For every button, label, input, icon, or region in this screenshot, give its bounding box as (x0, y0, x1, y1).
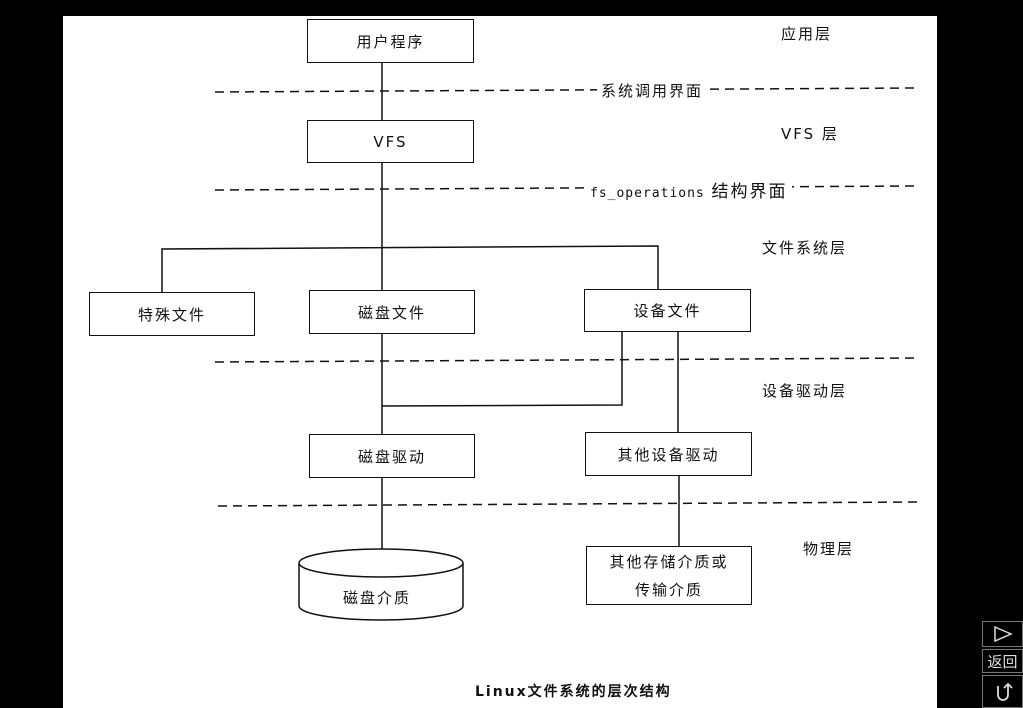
device-file-label: 设备文件 (633, 302, 702, 320)
separator-driver (214, 357, 919, 363)
connector-fs-bus (161, 245, 659, 292)
connector-device-file-disk-driver (381, 331, 623, 407)
disk-file-box: 磁盘文件 (309, 290, 475, 334)
return-icon (996, 682, 1013, 701)
disk-cylinder-body (298, 563, 464, 621)
fs-operations-text: 结构界面 (711, 182, 788, 202)
disk-driver-box: 磁盘驱动 (309, 434, 475, 478)
special-file-box: 特殊文件 (89, 292, 255, 336)
layer-driver-label: 设备驱动层 (762, 382, 848, 400)
play-icon (993, 625, 1013, 643)
return-button[interactable] (982, 675, 1023, 708)
other-storage-box: 其他存储介质或 传输介质 (586, 546, 752, 605)
layer-fs-label: 文件系统层 (762, 239, 848, 257)
user-program-label: 用户程序 (356, 32, 425, 51)
disk-cylinder-top (298, 548, 464, 578)
vfs-box: VFS (307, 120, 474, 163)
separator-syscall (214, 87, 916, 93)
separator-fs-operations (214, 185, 916, 191)
fs-operations-code: fs_operations (590, 186, 705, 201)
disk-driver-label: 磁盘驱动 (357, 447, 426, 466)
layer-app-label: 应用层 (781, 25, 833, 43)
separator-physical (217, 501, 919, 507)
fs-operations-interface-label: fs_operations 结构界面 (586, 177, 792, 202)
device-file-box: 设备文件 (584, 289, 751, 332)
disk-file-label: 磁盘文件 (357, 303, 426, 322)
back-button[interactable]: 返回 (982, 649, 1023, 673)
layer-physical-label: 物理层 (803, 540, 855, 558)
slide-canvas (63, 16, 937, 708)
disk-medium-label: 磁盘介质 (343, 589, 412, 607)
special-file-label: 特殊文件 (137, 305, 206, 324)
vfs-label: VFS (373, 132, 408, 151)
layer-vfs-label: VFS 层 (781, 125, 839, 143)
other-storage-label-1: 其他存储介质或 (609, 552, 729, 571)
user-program-box: 用户程序 (307, 19, 474, 63)
back-button-label: 返回 (987, 652, 1018, 671)
diagram-caption: Linux文件系统的层次结构 (475, 684, 672, 700)
other-storage-label-2: 传输介质 (634, 580, 703, 599)
syscall-interface-label: 系统调用界面 (597, 80, 708, 101)
other-driver-label: 其他设备驱动 (617, 445, 720, 464)
other-driver-box: 其他设备驱动 (585, 432, 752, 476)
next-slide-button[interactable] (982, 621, 1023, 647)
